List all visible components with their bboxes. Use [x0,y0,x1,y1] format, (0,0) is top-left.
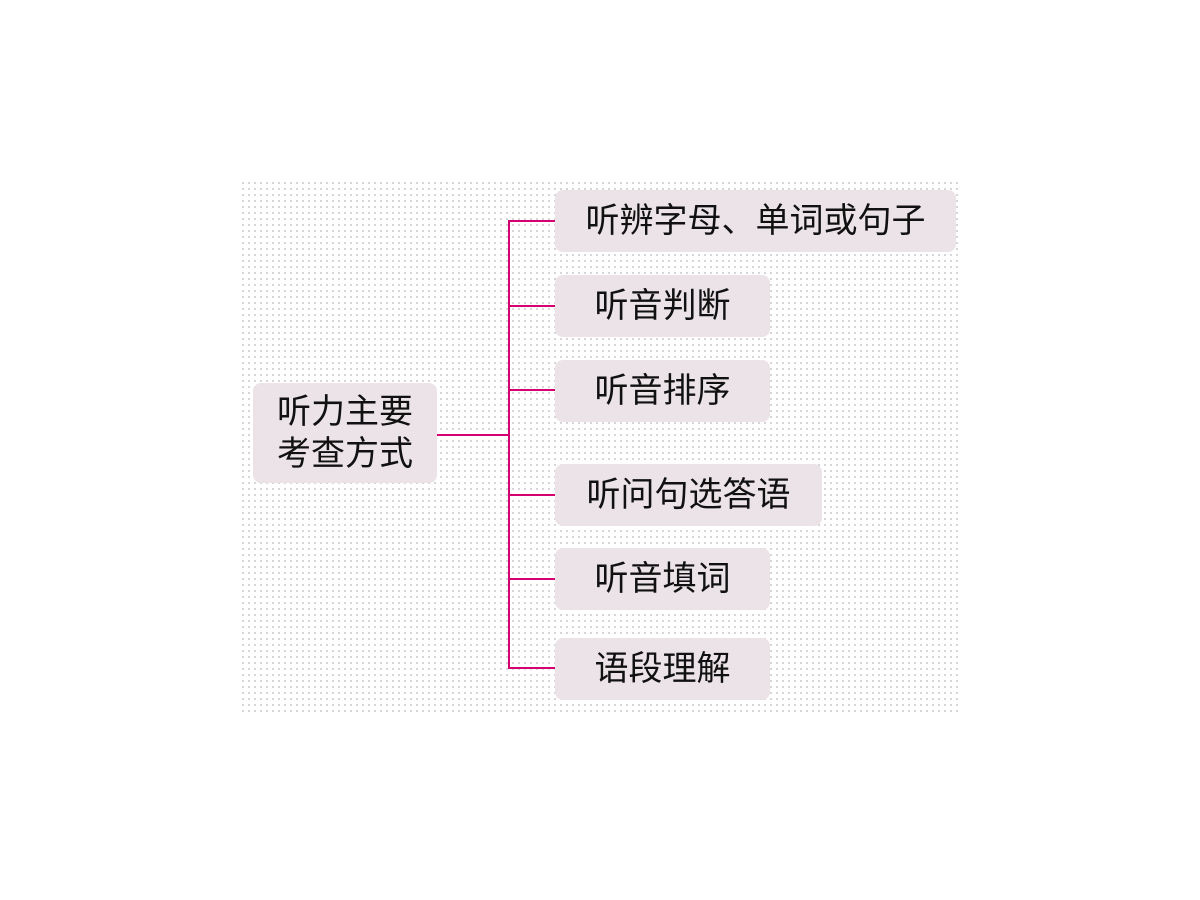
branch-connector [508,578,555,580]
branch-connector [508,667,555,669]
branch-label: 听音排序 [594,370,731,411]
branch-label: 听辨字母、单词或句子 [585,200,926,241]
branch-connector [508,494,555,496]
trunk-connector [508,220,510,669]
root-label-line1: 听力主要 [277,391,413,432]
root-label-line2: 考查方式 [277,434,413,474]
branch-label: 听音填词 [594,558,731,599]
branch-label: 听音判断 [594,285,731,326]
branch-node-5: 听音填词 [555,548,770,610]
branch-connector [508,305,555,307]
branch-node-3: 听音排序 [555,360,770,422]
branch-label: 听问句选答语 [586,474,791,515]
branch-node-2: 听音判断 [555,275,770,337]
branch-node-1: 听辨字母、单词或句子 [555,190,956,252]
branch-node-4: 听问句选答语 [555,464,822,526]
root-node: 听力主要 考查方式 [253,383,437,483]
branch-connector [508,389,555,391]
root-connector [437,434,510,436]
branch-label: 语段理解 [594,648,731,689]
branch-node-6: 语段理解 [555,638,770,700]
branch-connector [508,220,555,222]
